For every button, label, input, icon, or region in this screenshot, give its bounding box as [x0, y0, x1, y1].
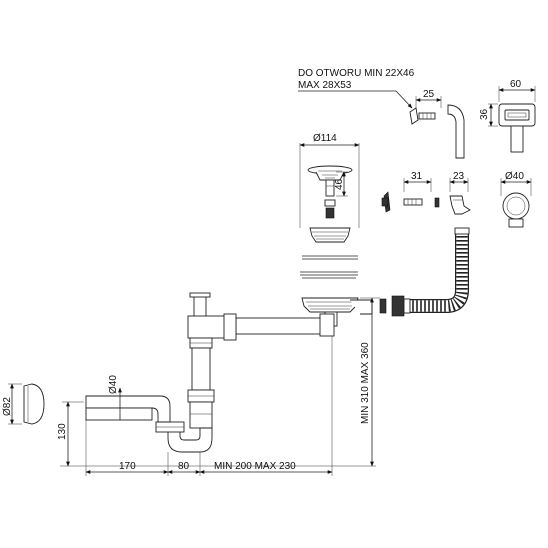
- outlet-elbow-upper: [85, 395, 171, 423]
- dim-label-36: 36: [479, 108, 490, 120]
- connector-screw: [403, 198, 423, 206]
- riser-pipe: [191, 347, 211, 391]
- dim-label-width-range: MIN 200 MAX 230: [214, 461, 296, 472]
- note-line-2: MAX 28X53: [298, 80, 352, 91]
- overall-dimensions: 130 170 80 MIN 200 MAX 230 MIN 310 MAX 3…: [57, 297, 380, 476]
- hose-nut: [391, 295, 405, 317]
- dim-label-60: 60: [510, 79, 522, 90]
- strainer-basket-group: Ø114 46: [299, 133, 360, 279]
- dim-label-strainer-diameter: Ø114: [313, 133, 337, 144]
- dim-label-170: 170: [119, 461, 136, 472]
- dim-label-25: 25: [423, 89, 435, 100]
- u-trap: [167, 427, 213, 453]
- outlet-pipe: [85, 407, 153, 421]
- overflow-hole-note: DO OTWORU MIN 22X46 MAX 28X53: [298, 68, 415, 109]
- siphon-assembly: Ø40: [85, 292, 373, 453]
- strainer-body: [309, 227, 351, 243]
- hose-top-fitting: [454, 227, 470, 235]
- dim-label-overflow-diameter: Ø40: [505, 171, 524, 182]
- overflow-hose: [379, 227, 470, 317]
- dim-label-80: 80: [178, 461, 190, 472]
- dim-label-46: 46: [334, 178, 345, 190]
- strainer-stem: [325, 179, 335, 197]
- riser-lower-pipe: [189, 401, 213, 429]
- drain-body: [301, 297, 359, 313]
- dim-label-130: 130: [57, 423, 68, 440]
- connector-elbow-side: [449, 195, 471, 215]
- connector-washer: [434, 197, 440, 208]
- dim-label-height-range: MIN 310 MAX 360: [360, 342, 371, 424]
- dim-label-23: 23: [453, 171, 465, 182]
- overflow-connector-group: 31 23 Ø40: [381, 171, 532, 228]
- dim-label-pipe-diameter: Ø40: [108, 375, 119, 394]
- overflow-cover-group: 25 36 60: [409, 79, 536, 159]
- wall-cap: [23, 383, 45, 425]
- wall-cap-group: Ø82: [2, 383, 45, 425]
- dim-label-31: 31: [411, 171, 423, 182]
- cover-cap-part: [409, 107, 419, 125]
- cover-front-stem: [510, 125, 524, 153]
- note-line-1: DO OTWORU MIN 22X46: [298, 68, 415, 79]
- hose-washer: [379, 298, 387, 314]
- strainer-plug: [325, 207, 335, 219]
- horizontal-drain-pipe: [233, 317, 333, 335]
- dim-label-cap-diameter: Ø82: [2, 397, 13, 416]
- note-leader-arrow: [395, 90, 413, 109]
- cover-side-view: [447, 104, 465, 159]
